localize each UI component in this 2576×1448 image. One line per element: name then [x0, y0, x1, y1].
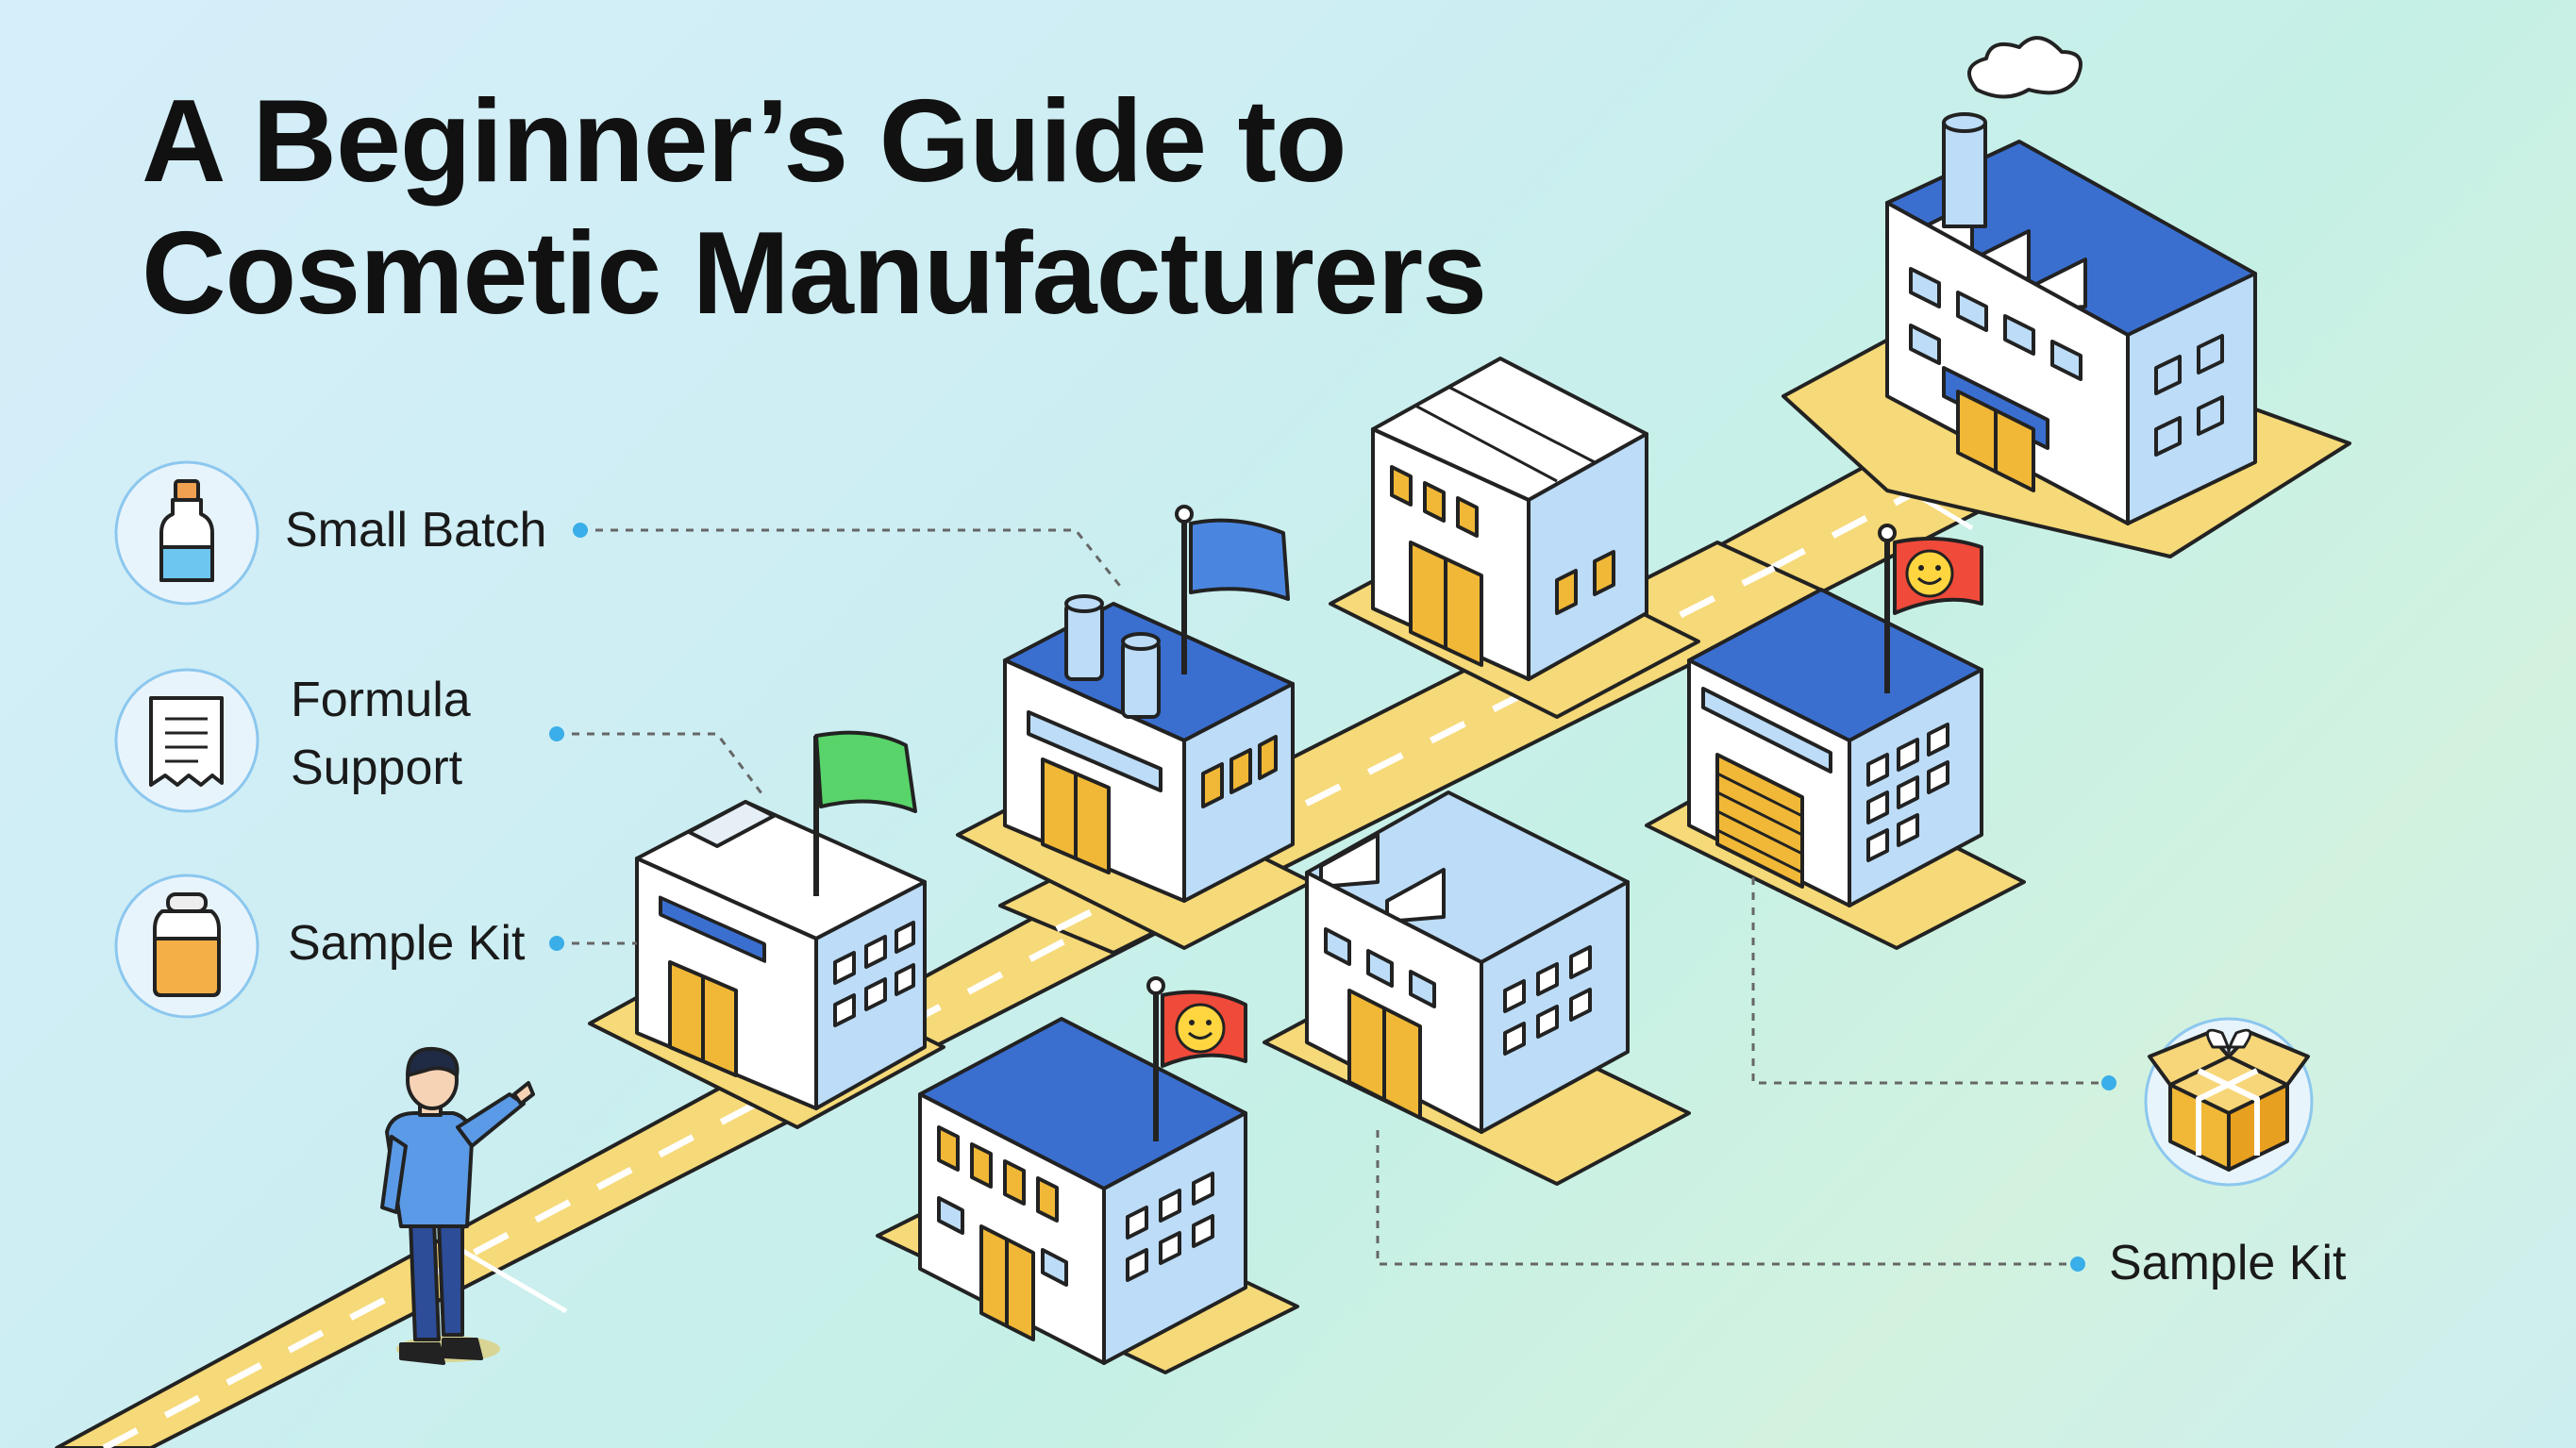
- factory-green-flag: [635, 730, 927, 1110]
- person-pointing: [380, 1046, 535, 1365]
- callout-formula-support-line-2: Support: [291, 741, 463, 795]
- smiley-icon: [1905, 549, 1954, 598]
- main-factory-smokestack: [1885, 36, 2257, 525]
- title-line-2: Cosmetic Manufacturers: [142, 208, 1487, 339]
- jar-icon: [153, 892, 221, 997]
- callout-formula-support-line-1: Formula: [291, 673, 471, 727]
- title-line-1: A Beginner’s Guide to: [142, 76, 1347, 207]
- factory-front-smiley-flag: [918, 976, 1247, 1365]
- callout-dots: [549, 523, 2116, 1272]
- smoke-cloud-icon: [1967, 36, 2083, 99]
- green-flag-icon: [814, 730, 917, 813]
- callout-formula-support-label: Formula Support: [291, 666, 471, 802]
- factory-blue-flag: [1003, 505, 1295, 903]
- callout-leader-lines: [557, 528, 2109, 1266]
- callout-sample-kit-left-label: Sample Kit: [288, 916, 526, 971]
- callout-small-batch-label: Small Batch: [285, 503, 547, 558]
- factory-sawtooth: [1305, 791, 1630, 1134]
- blue-flag-icon: [1189, 518, 1290, 601]
- smiley-icon: [1175, 1003, 1226, 1054]
- warehouse-white-roof: [1371, 357, 1648, 681]
- callout-sample-kit-right-label: Sample Kit: [2109, 1236, 2347, 1290]
- warehouse-garage: [1687, 524, 1983, 907]
- page-title: A Beginner’s Guide to Cosmetic Manufactu…: [142, 75, 1487, 340]
- bottle-icon: [159, 479, 214, 582]
- gift-box-icon: [2148, 1028, 2310, 1172]
- document-icon: [149, 696, 224, 787]
